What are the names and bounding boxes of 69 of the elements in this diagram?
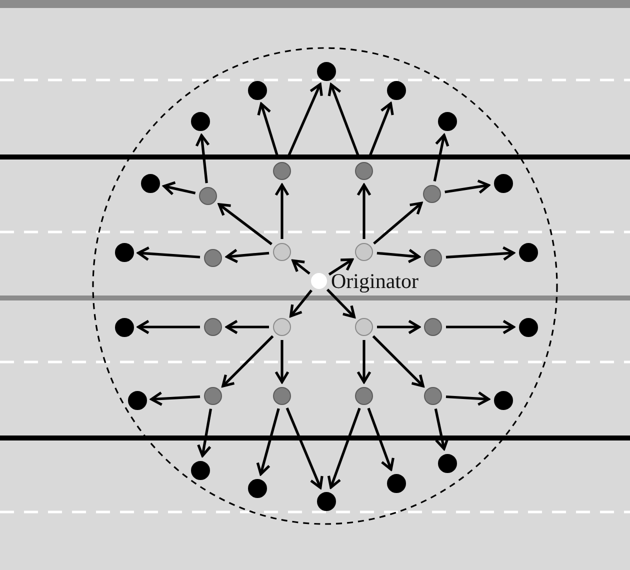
node-circle bbox=[424, 249, 442, 267]
arrow bbox=[377, 320, 420, 334]
node-circle bbox=[140, 174, 160, 192]
node-circle bbox=[386, 474, 406, 492]
arrow bbox=[226, 248, 270, 264]
node-caption: Originator bbox=[331, 271, 418, 292]
node-circle bbox=[128, 390, 146, 410]
arrow bbox=[222, 335, 274, 388]
node-circle bbox=[273, 387, 291, 405]
arrow bbox=[356, 340, 372, 384]
arrow bbox=[446, 320, 515, 334]
node-circle bbox=[316, 62, 336, 80]
arrow bbox=[434, 408, 450, 450]
arrow bbox=[446, 391, 490, 406]
arrow bbox=[137, 320, 200, 334]
node-circle bbox=[424, 387, 442, 405]
arrow bbox=[292, 259, 310, 275]
node-circle bbox=[438, 454, 456, 472]
node-circle bbox=[248, 478, 266, 498]
arrow bbox=[376, 248, 420, 264]
node-circle bbox=[386, 80, 406, 100]
arrow bbox=[197, 408, 212, 458]
node-circle bbox=[190, 112, 210, 130]
node-circle bbox=[199, 187, 217, 205]
node-circle bbox=[316, 492, 336, 510]
arrow bbox=[274, 340, 290, 384]
node-circle bbox=[355, 318, 373, 336]
node-circle bbox=[424, 318, 442, 336]
node-circle bbox=[204, 318, 222, 336]
arrow bbox=[289, 290, 312, 318]
node-circle bbox=[204, 249, 222, 267]
node-circle bbox=[273, 162, 291, 180]
arrow bbox=[327, 408, 361, 489]
node-circle bbox=[355, 387, 373, 405]
arrow bbox=[274, 184, 290, 239]
node-circle bbox=[518, 242, 538, 262]
node-circle bbox=[438, 112, 456, 130]
node-circle bbox=[114, 318, 134, 336]
arrow bbox=[162, 181, 196, 196]
arrow bbox=[444, 180, 490, 194]
node-circle bbox=[248, 80, 266, 100]
node-circle bbox=[355, 162, 373, 180]
node-circle bbox=[494, 390, 512, 410]
arrow bbox=[150, 391, 200, 406]
arrow bbox=[356, 184, 372, 239]
arrow bbox=[137, 246, 200, 261]
node-circle bbox=[494, 174, 512, 192]
node-circle bbox=[355, 243, 373, 261]
arrow bbox=[286, 407, 324, 489]
arrow bbox=[328, 258, 354, 276]
node-circle bbox=[518, 318, 538, 336]
arrow bbox=[367, 408, 394, 471]
arrow bbox=[433, 134, 450, 182]
node-circle bbox=[423, 185, 441, 203]
arrow bbox=[372, 335, 424, 388]
arrow bbox=[326, 288, 356, 318]
arrow bbox=[286, 82, 323, 160]
node-circle bbox=[273, 243, 291, 261]
arrow bbox=[446, 246, 515, 261]
arrow bbox=[226, 320, 269, 334]
node-circle bbox=[114, 242, 134, 262]
arrow bbox=[373, 202, 423, 245]
arrow bbox=[218, 203, 272, 246]
node-circle bbox=[204, 387, 222, 405]
node-circle bbox=[190, 460, 210, 480]
node-circle bbox=[311, 273, 327, 289]
node-circle bbox=[273, 318, 291, 336]
arrow bbox=[195, 134, 210, 184]
arrow bbox=[256, 408, 280, 476]
